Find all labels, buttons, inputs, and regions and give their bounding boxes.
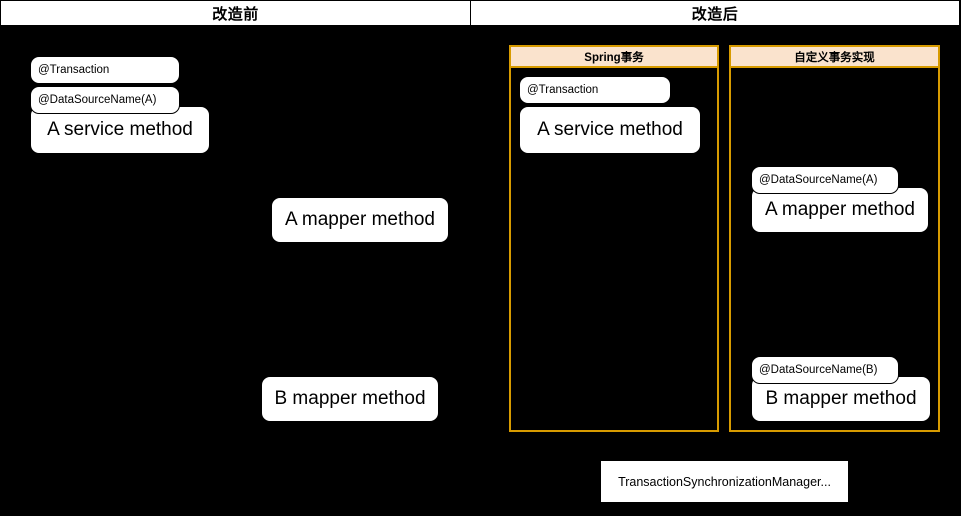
lane-custom-transaction-title: 自定义事务实现 — [731, 47, 938, 68]
panel-title-before: 改造前 — [0, 0, 471, 26]
before-service-annotation-datasource: @DataSourceName(A) — [30, 86, 180, 114]
lane-custom-transaction: 自定义事务实现 — [729, 45, 940, 432]
before-service-annotation-transaction: @Transaction — [30, 56, 180, 84]
lane-spring-transaction-title: Spring事务 — [511, 47, 717, 68]
after-service-method-node[interactable]: A service method — [519, 106, 701, 154]
lane-spring-transaction: Spring事务 — [509, 45, 719, 432]
after-mapper-b-annotation: @DataSourceName(B) — [751, 356, 899, 384]
before-service-method-node[interactable]: A service method — [30, 106, 210, 154]
before-mapper-a-node[interactable]: A mapper method — [271, 197, 449, 243]
after-service-annotation-transaction: @Transaction — [519, 76, 671, 104]
before-mapper-b-node[interactable]: B mapper method — [261, 376, 439, 422]
after-mapper-a-annotation: @DataSourceName(A) — [751, 166, 899, 194]
panel-title-after: 改造后 — [470, 0, 960, 26]
panel-header-strip: 改造前 改造后 — [0, 0, 961, 26]
transaction-synchronization-manager-node[interactable]: TransactionSynchronizationManager... — [600, 460, 849, 503]
after-mapper-a-node[interactable]: A mapper method — [751, 187, 929, 233]
